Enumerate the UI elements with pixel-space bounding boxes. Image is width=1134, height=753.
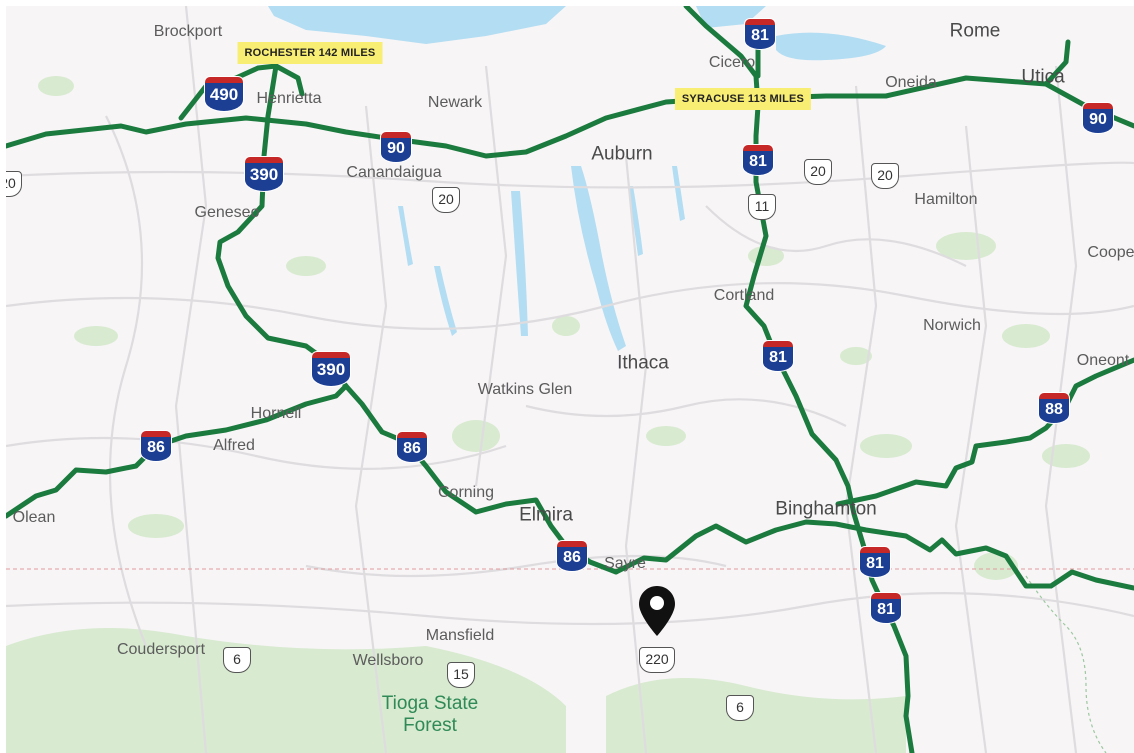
place-watkins-glen: Watkins Glen	[477, 381, 573, 398]
interstate-86-shield: 86	[140, 430, 172, 462]
us-route-6-shield: 6	[223, 647, 251, 673]
interstate-490-shield: 490	[204, 76, 244, 112]
place-mansfield: Mansfield	[425, 627, 495, 644]
place-oneont: Oneont	[1076, 352, 1130, 369]
place-rome: Rome	[949, 20, 1001, 42]
syracuse-callout[interactable]: SYRACUSE 113 MILES	[674, 88, 812, 110]
place-corning: Corning	[437, 484, 495, 501]
place-wellsboro: Wellsboro	[352, 652, 424, 669]
place-cortland: Cortland	[713, 287, 775, 304]
us-route-20-shield: 20	[804, 159, 832, 185]
lake-ontario-east	[696, 6, 766, 28]
interstate-86-shield: 86	[396, 431, 428, 463]
place-coudersport: Coudersport	[116, 641, 206, 658]
place-elmira: Elmira	[519, 504, 573, 526]
place-geneseo: Geneseo	[194, 204, 260, 221]
place-ithaca: Ithaca	[617, 352, 669, 374]
place-henrietta: Henrietta	[256, 90, 322, 107]
interstate-390-shield: 390	[311, 351, 351, 387]
us-route-220-shield: 220	[639, 647, 675, 673]
place-utica: Utica	[1021, 66, 1065, 88]
map-canvas[interactable]: ROCHESTER 142 MILES SYRACUSE 113 MILES B…	[6, 6, 1134, 753]
place-tioga-state-forest: Tioga State Forest	[381, 693, 479, 736]
interstate-90-shield: 90	[1082, 102, 1114, 134]
place-hornell: Hornell	[250, 405, 302, 422]
interstate-81-shield: 81	[762, 340, 794, 372]
interstate-81-shield: 81	[744, 18, 776, 50]
interstate-81-shield: 81	[742, 144, 774, 176]
place-cicero: Cicero	[708, 54, 756, 71]
place-norwich: Norwich	[923, 317, 981, 334]
rochester-callout[interactable]: ROCHESTER 142 MILES	[237, 42, 383, 64]
interstate-86-shield: 86	[556, 540, 588, 572]
interstate-88-shield: 88	[1038, 392, 1070, 424]
place-binghamton: Binghamton	[775, 498, 877, 520]
us-route-15-shield: 15	[447, 662, 475, 688]
place-auburn: Auburn	[591, 143, 653, 165]
skaneateles-lake	[672, 166, 685, 221]
interstate-90-shield: 90	[380, 131, 412, 163]
place-olean: Olean	[12, 509, 56, 526]
place-sayre: Sayre	[604, 555, 646, 572]
us-route-11-shield: 11	[748, 194, 776, 220]
place-hamilton: Hamilton	[914, 191, 978, 208]
interstate-81-shield: 81	[870, 592, 902, 624]
interstate-390-shield: 390	[244, 156, 284, 192]
us-route-6-shield: 6	[726, 695, 754, 721]
oneida-lake	[776, 32, 886, 61]
interstate-81-shield: 81	[859, 546, 891, 578]
us-route-20-shield: 20	[432, 187, 460, 213]
place-alfred: Alfred	[213, 437, 255, 454]
place-coope: Coope	[1087, 244, 1134, 261]
seneca-lake	[511, 191, 528, 336]
park-areas	[6, 76, 1090, 753]
keuka-lake	[434, 266, 457, 336]
place-canandaigua: Canandaigua	[346, 164, 442, 181]
lake-ontario	[268, 6, 566, 44]
map-base	[6, 6, 1134, 753]
owasco-lake	[628, 186, 643, 256]
place-oneida: Oneida	[885, 74, 937, 91]
place-newark: Newark	[427, 94, 483, 111]
us-route-20-shield: 20	[871, 163, 899, 189]
canandaigua-lake	[398, 206, 413, 266]
place-brockport: Brockport	[153, 23, 223, 40]
